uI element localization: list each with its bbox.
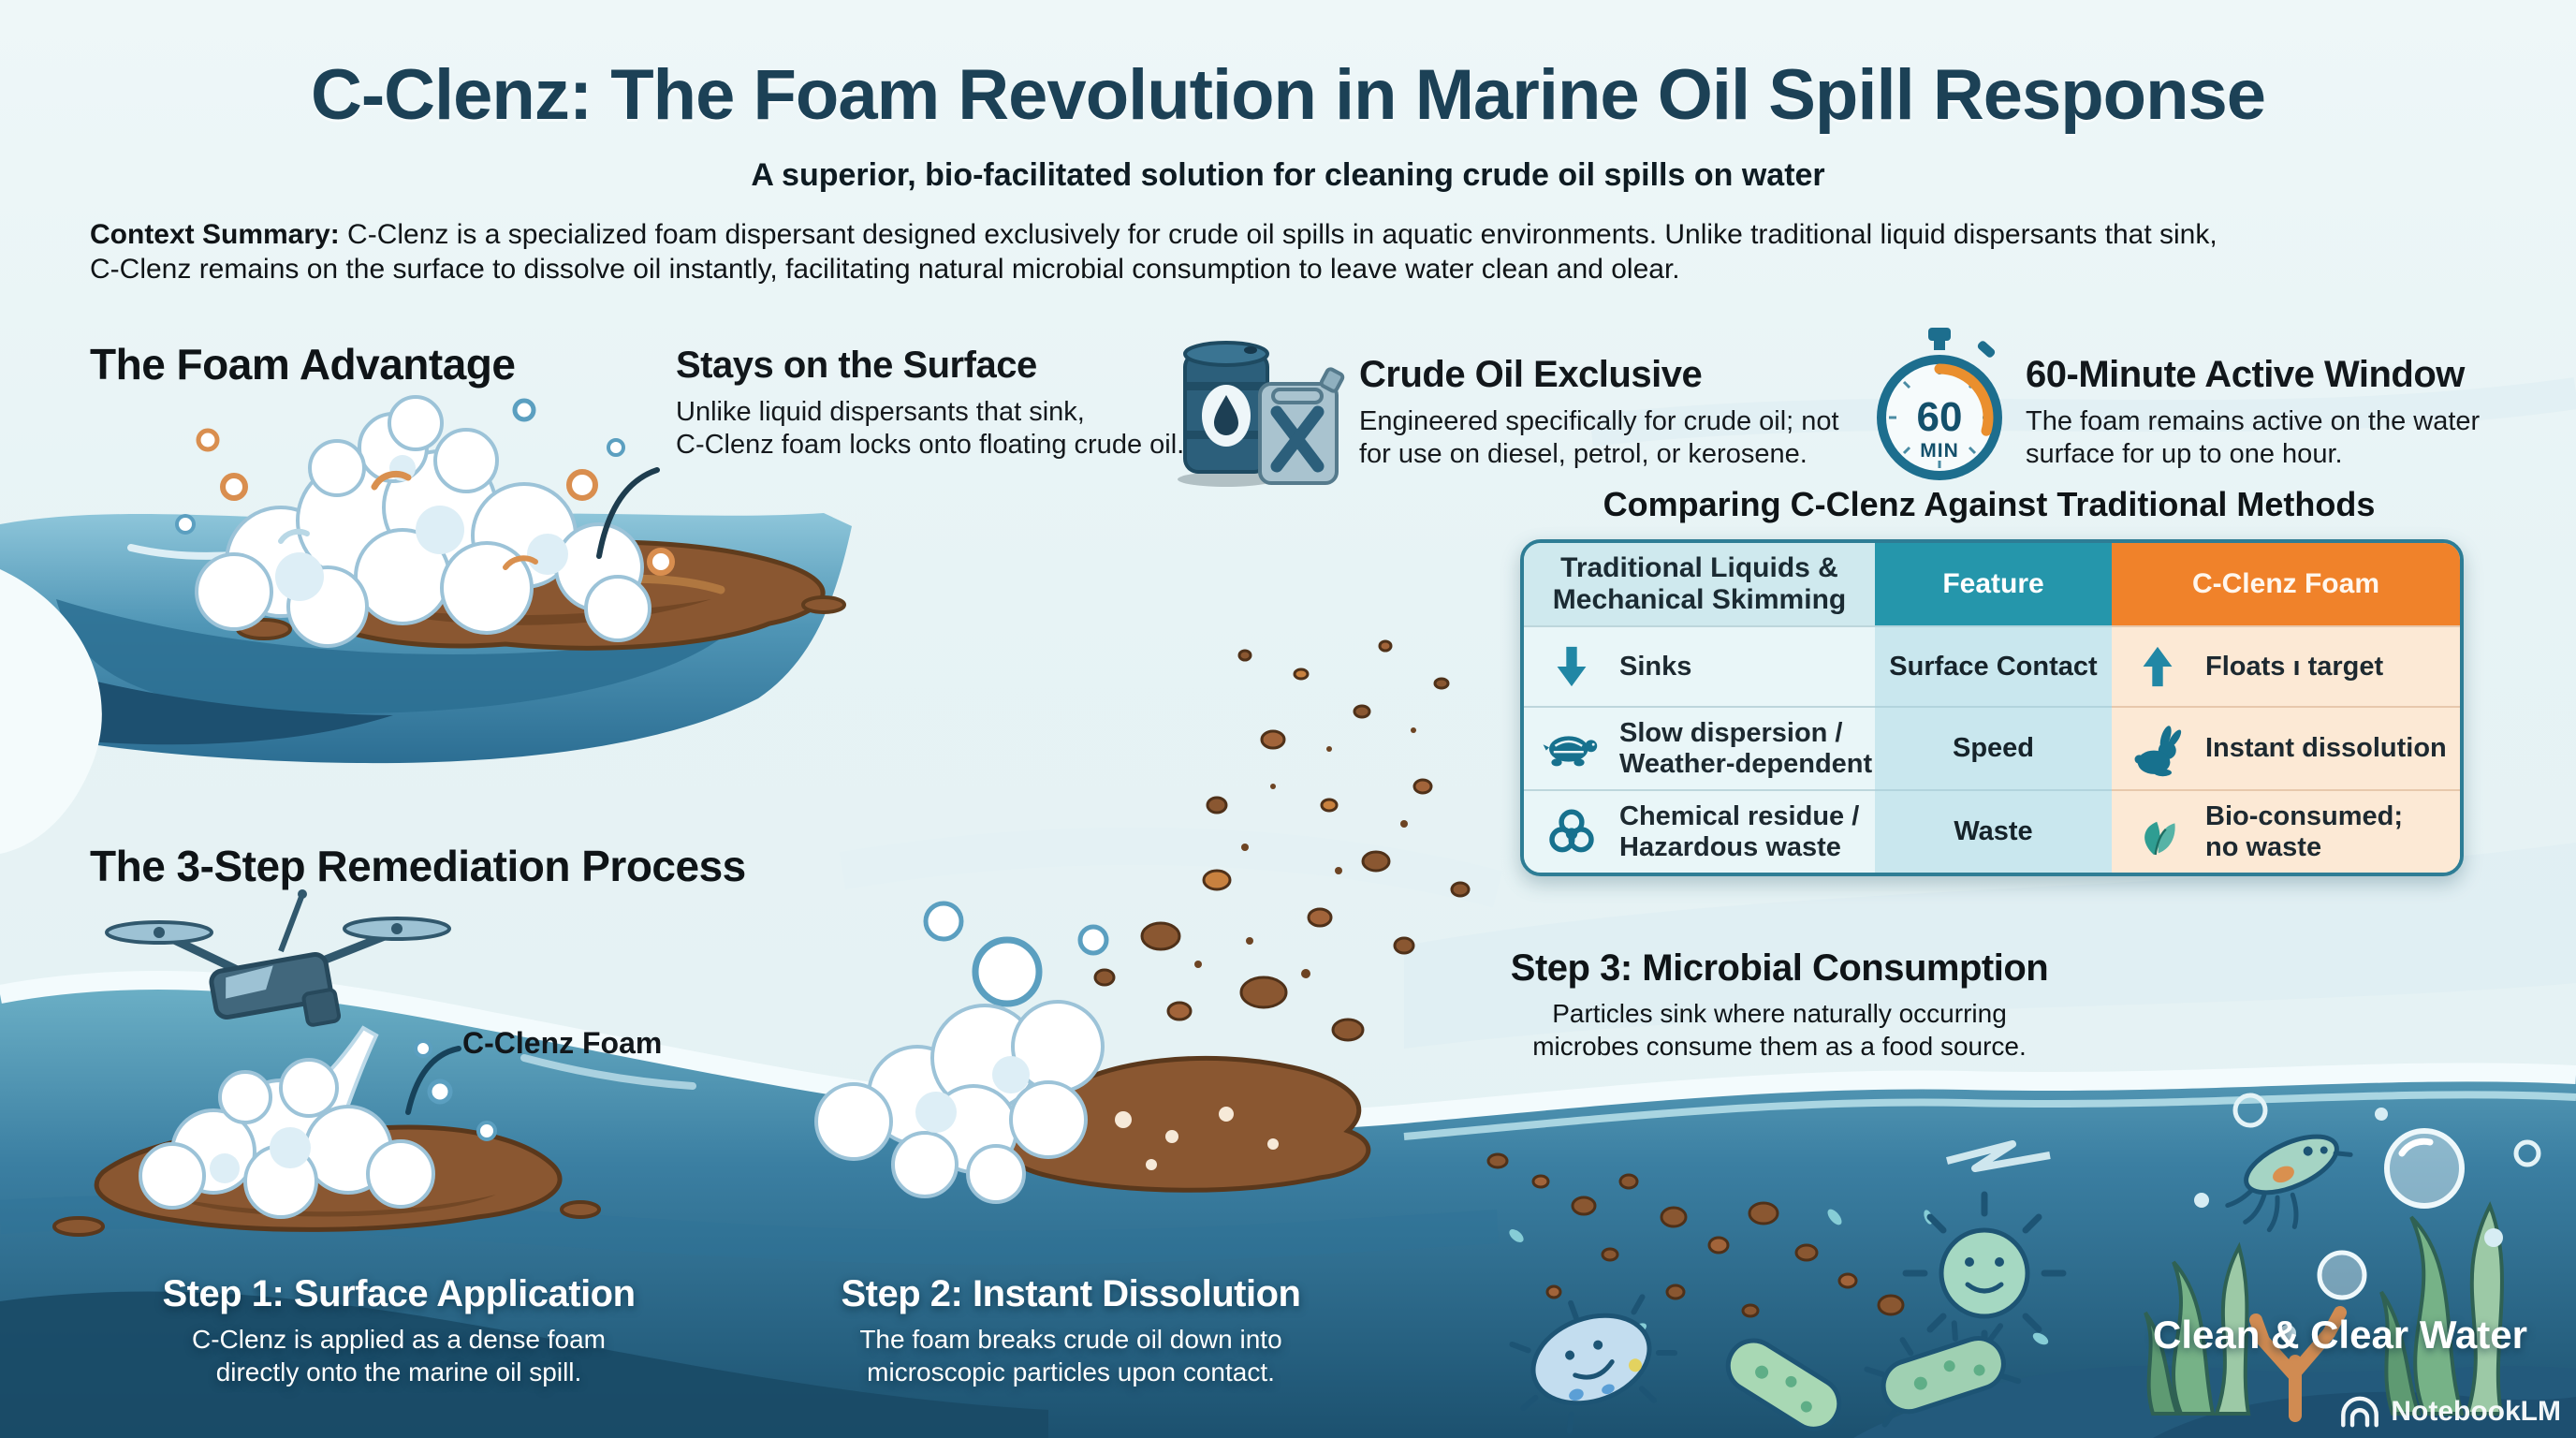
column-header-feature: Feature	[1875, 543, 2112, 625]
table-row-waste-cclenz: Bio-consumed; no waste	[2112, 789, 2460, 873]
table-cell-text: Chemical residue / Hazardous waste	[1619, 801, 1860, 862]
microbe-blue	[1509, 1294, 1678, 1434]
rabbit-icon	[2125, 721, 2190, 777]
feature-body: The foam remains active on the water sur…	[2026, 406, 2481, 470]
sinking-particles	[1486, 1152, 1905, 1318]
feature-crude-oil-exclusive: Crude Oil Exclusive Engineered specifica…	[1359, 354, 1921, 472]
oil-barrel-icon	[1178, 341, 1345, 487]
context-summary: Context Summary: C-Clenz is a specialize…	[90, 217, 2505, 286]
feature-60-minute-window: 60-Minute Active Window The foam remains…	[2026, 354, 2576, 472]
microbe-green-1	[1725, 1338, 1842, 1431]
table-cell-text: Floats ı target	[2205, 651, 2384, 682]
down-arrow-icon	[1539, 640, 1604, 693]
step-title: Step 3: Microbial Consumption	[1510, 947, 2049, 989]
column-header-cclenz: C-Clenz Foam	[2112, 543, 2460, 625]
oil-specks	[1194, 727, 1416, 978]
stopwatch-icon: 60 MIN	[1877, 328, 2002, 480]
oil-splash-holes	[1115, 1107, 1279, 1170]
stopwatch-unit: MIN	[1920, 440, 1959, 462]
page-subtitle: A superior, bio-facilitated solution for…	[751, 157, 1825, 193]
context-summary-text: C-Clenz is a specialized foam dispersant…	[90, 219, 2217, 286]
watermark-text: NotebookLM	[2391, 1396, 2561, 1427]
stays-pointer-line	[596, 467, 660, 559]
step-body: Particles sink where naturally occurring…	[1532, 999, 2027, 1061]
stopwatch-value: 60	[1917, 394, 1963, 440]
table-cell-text: Bio-consumed; no waste	[2205, 801, 2404, 862]
step1-caption: Step 1: Surface Application C-Clenz is a…	[82, 1273, 715, 1388]
table-cell-text: Instant dissolution	[2205, 733, 2447, 764]
step2-caption: Step 2: Instant Dissolution The foam bre…	[754, 1273, 1387, 1388]
column-header-traditional: Traditional Liquids & Mechanical Skimmin…	[1524, 543, 1875, 625]
clean-water-illustration	[2144, 1093, 2541, 1422]
step2-foam-shading	[915, 1056, 1030, 1133]
biohazard-icon	[1539, 806, 1604, 858]
notebooklm-logo-icon	[2341, 1396, 2379, 1428]
bubble-rings	[175, 398, 675, 576]
comparison-table: Traditional Liquids & Mechanical Skimmin…	[1520, 539, 2464, 876]
drone-icon	[105, 889, 451, 1027]
watermark: NotebookLM	[2338, 1393, 2561, 1431]
table-row-surface-feature: Surface Contact	[1875, 625, 2112, 706]
step1-illustration	[52, 889, 601, 1237]
underwater-scene	[0, 639, 2576, 1438]
foam-advantage-illustration	[0, 395, 852, 854]
feature-body: Engineered specifically for crude oil; n…	[1359, 406, 1839, 470]
step-title: Step 2: Instant Dissolution	[841, 1273, 1301, 1314]
decorative-waves	[839, 377, 2576, 1049]
microbe-green-2	[1864, 1320, 2022, 1428]
step-body: The foam breaks crude oil down into micr…	[859, 1325, 1282, 1387]
feature-title: Stays on the Surface	[676, 345, 1037, 386]
table-cell-text: Sinks	[1619, 651, 1692, 682]
table-row-speed-traditional: Slow dispersion / Weather-dependent	[1524, 706, 1875, 789]
spray-bubbles	[414, 1039, 497, 1141]
foam-advantage-heading: The Foam Advantage	[90, 340, 516, 389]
table-row-surface-traditional: Sinks	[1524, 625, 1875, 706]
up-arrow-icon	[2125, 640, 2190, 693]
table-row-surface-cclenz: Floats ı target	[2112, 625, 2460, 706]
step2-foam	[814, 1000, 1105, 1204]
table-row-speed-cclenz: Instant dissolution	[2112, 706, 2460, 789]
plankton-icon	[2225, 1134, 2353, 1233]
feature-body: Unlike liquid dispersants that sink, C-C…	[676, 397, 1185, 461]
seaweed-right	[2379, 1201, 2504, 1416]
feature-stays-on-surface: Stays on the Surface Unlike liquid dispe…	[676, 345, 1237, 462]
step2-bubble-rings	[923, 901, 1109, 1007]
seaweed-left	[2144, 1241, 2251, 1416]
foam-accents	[278, 470, 538, 570]
feature-title: 60-Minute Active Window	[2026, 354, 2465, 395]
foam-label-pointer-line	[405, 1046, 461, 1115]
turtle-icon	[1539, 726, 1604, 772]
comparison-heading: Comparing C-Clenz Against Traditional Me…	[1603, 485, 2376, 523]
table-row-waste-feature: Waste	[1875, 789, 2112, 873]
foam-pile-shading	[210, 1127, 311, 1183]
table-row-waste-traditional: Chemical residue / Hazardous waste	[1524, 789, 1875, 873]
oil-splash-blob	[994, 1055, 1371, 1193]
foam-callout-label: C-Clenz Foam	[462, 1026, 663, 1060]
feature-title: Crude Oil Exclusive	[1359, 354, 1703, 395]
result-label: Clean & Clear Water	[2153, 1313, 2527, 1357]
process-heading: The 3-Step Remediation Process	[90, 842, 746, 890]
step3-caption: Step 3: Microbial Consumption Particles …	[1494, 947, 2065, 1063]
table-cell-text: Slow dispersion / Weather-dependent	[1619, 718, 1873, 779]
step2-illustration	[814, 639, 1471, 1204]
table-row-speed-feature: Speed	[1875, 706, 2112, 789]
oil-droplets	[1093, 639, 1471, 1042]
step-body: C-Clenz is applied as a dense foam direc…	[191, 1325, 606, 1387]
page-title: C-Clenz: The Foam Revolution in Marine O…	[310, 55, 2266, 135]
step3-illustration	[1486, 1152, 2067, 1434]
bubbles	[2194, 1093, 2541, 1342]
context-summary-label: Context Summary:	[90, 219, 340, 250]
leaf-icon	[2125, 805, 2190, 859]
coral-icon	[2249, 1306, 2347, 1422]
step-title: Step 1: Surface Application	[162, 1273, 636, 1314]
